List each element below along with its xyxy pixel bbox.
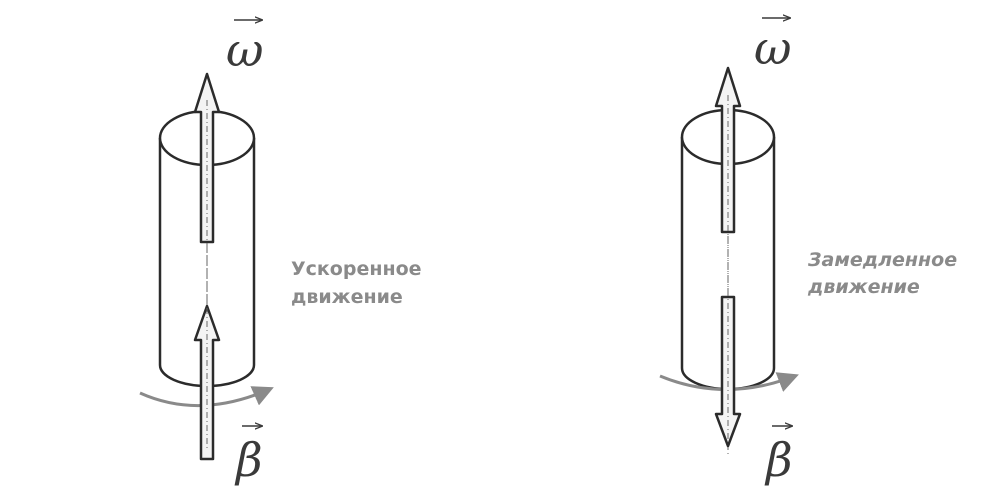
caption-line-2: движение <box>291 286 403 308</box>
panel-accelerated: ω β Ускоренное движение <box>139 20 422 487</box>
beta-symbol: β <box>234 433 263 487</box>
caption-line-1: Ускоренное <box>291 258 422 280</box>
caption-line-2: движение <box>807 276 920 298</box>
omega-symbol: ω <box>754 21 792 75</box>
omega-symbol: ω <box>226 23 264 77</box>
caption-line-1: Замедленное <box>807 249 957 271</box>
panel-decelerated: ω β Замедленное движение <box>659 18 957 487</box>
beta-symbol: β <box>764 433 793 487</box>
